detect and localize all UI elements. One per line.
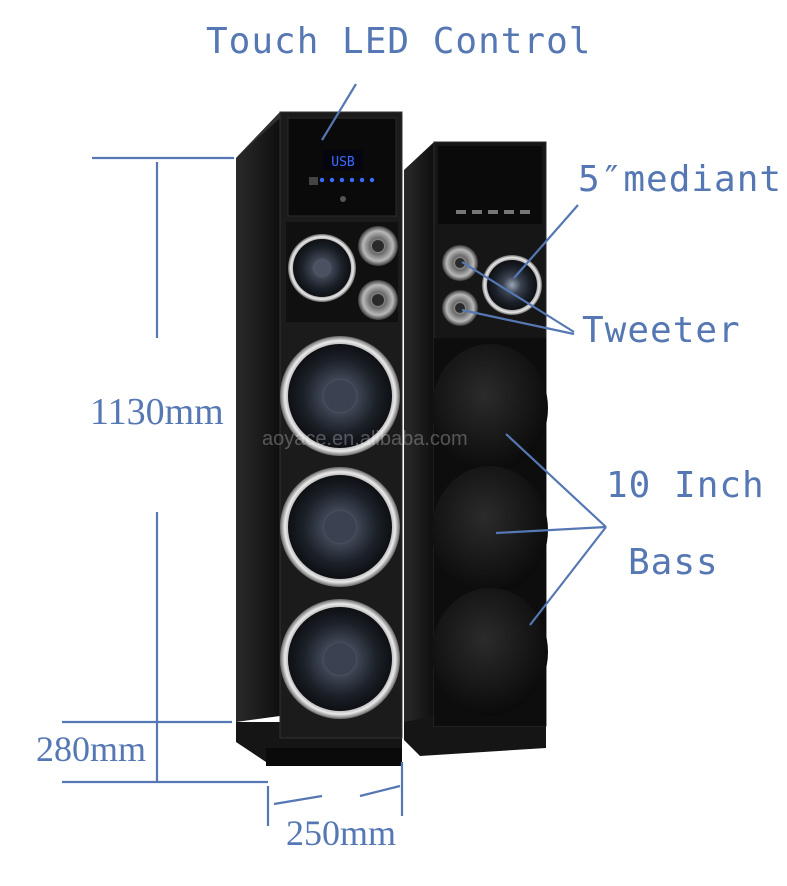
input-labels bbox=[456, 210, 530, 214]
led-display bbox=[323, 150, 363, 170]
mediant-label: 5″mediant bbox=[578, 159, 783, 200]
tweeter-label: Tweeter bbox=[582, 310, 741, 351]
touch-buttons bbox=[319, 177, 375, 183]
woofer bbox=[280, 467, 400, 587]
width-dimension-label: 250mm bbox=[286, 813, 397, 853]
touch-led-control-label: Touch LED Control bbox=[206, 21, 592, 62]
bass-grille bbox=[432, 466, 548, 594]
left-speaker: USB bbox=[236, 111, 403, 766]
watermark: aoyace.en.alibaba.com bbox=[262, 428, 468, 450]
bass-label: Bass bbox=[628, 542, 719, 583]
ten-inch-label: 10 Inch bbox=[606, 465, 765, 506]
bass-grille bbox=[432, 588, 548, 716]
midrange-driver bbox=[487, 260, 537, 310]
led-display-text: USB bbox=[331, 155, 355, 170]
height-dimension-label: 1130mm bbox=[90, 391, 224, 433]
depth-dimension-label: 280mm bbox=[36, 729, 147, 769]
bass-grille bbox=[432, 344, 548, 472]
woofer bbox=[280, 336, 400, 456]
woofer bbox=[280, 599, 400, 719]
annotation-lines bbox=[62, 83, 607, 826]
usb-port bbox=[309, 177, 318, 185]
